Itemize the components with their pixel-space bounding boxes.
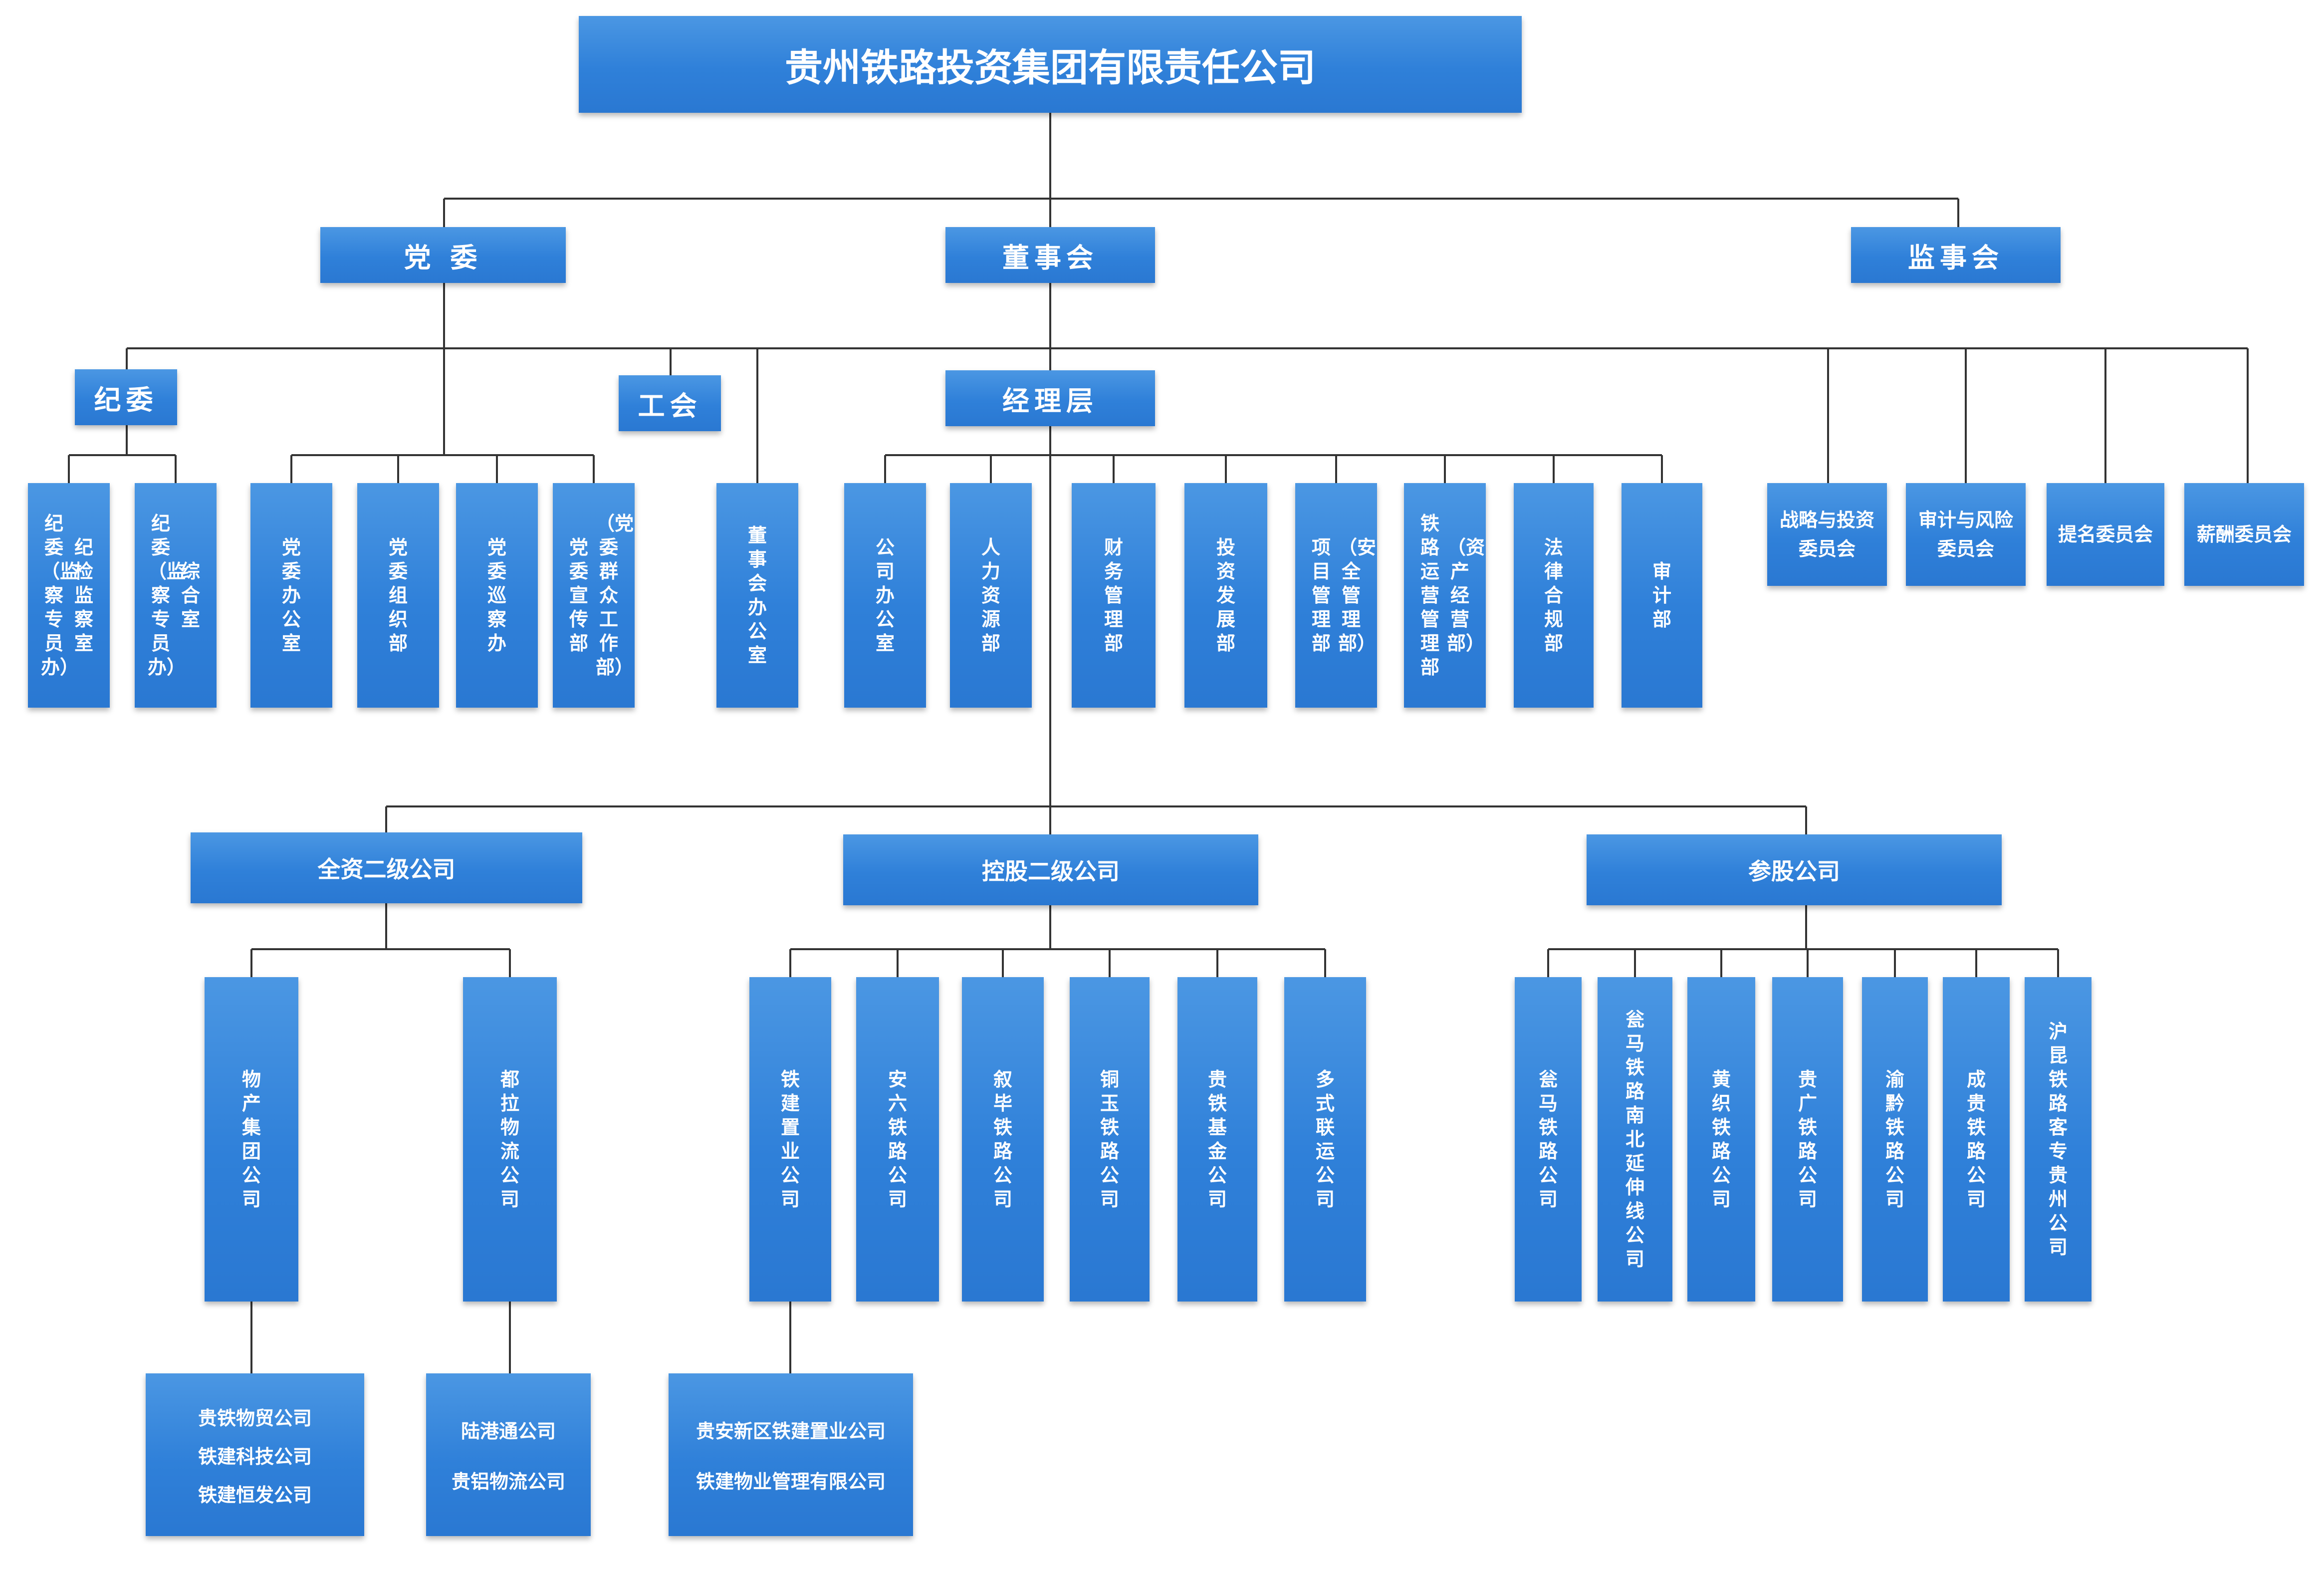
dula-logistics-box: 都拉物流公司 — [463, 977, 557, 1302]
finance-department-box: 财务管理部 — [1072, 483, 1156, 708]
audit-risk-committee-box: 审计与风险 委员会 — [1906, 483, 2026, 586]
hr-department-box: 人力资源部 — [950, 483, 1032, 708]
discipline-unit-1-line2: 纪委（监察专员办） — [41, 513, 79, 678]
tongyu-railway-label: 铜玉铁路公司 — [1100, 1068, 1119, 1210]
board-office-box: 董事会办公室 — [716, 483, 798, 708]
guitie-fund-box: 贵铁基金公司 — [1177, 977, 1257, 1302]
railway-operation-line2: 铁路运营管理部 — [1420, 513, 1439, 678]
party-organization-label: 党委组织部 — [388, 536, 408, 654]
anliu-railway-box: 安六铁路公司 — [856, 977, 939, 1302]
union-box: 工会 — [619, 375, 721, 431]
hr-department-label: 人力资源部 — [981, 536, 1000, 654]
wuchan-group-label: 物产集团公司 — [241, 1068, 261, 1210]
company-office-box: 公司办公室 — [844, 483, 926, 708]
guitie-wumao-label: 贵铁物贸公司 — [198, 1407, 312, 1429]
yuqian-railway-box: 渝黔铁路公司 — [1862, 977, 1928, 1302]
party-committee-box: 党 委 — [320, 227, 566, 283]
root-company-box: 贵州铁路投资集团有限责任公司 — [579, 16, 1522, 113]
investment-department-box: 投资发展部 — [1184, 483, 1267, 708]
audit-department-box: 审 计 部 — [1622, 483, 1702, 708]
hukun-railway-box: 沪昆铁路客专贵州公司 — [2025, 977, 2092, 1302]
wengma-extension-box: 瓮马铁路南北延伸线公司 — [1598, 977, 1672, 1302]
board-office-label: 董事会办公室 — [747, 524, 767, 666]
guiguang-railway-label: 贵广铁路公司 — [1798, 1068, 1817, 1210]
audit-department-label: 审 计 部 — [1652, 560, 1671, 630]
finance-department-label: 财务管理部 — [1104, 536, 1123, 654]
party-office-label: 党委办公室 — [281, 536, 301, 654]
discipline-unit-2: 综合室 纪委（监察专员办） — [135, 483, 217, 708]
discipline-unit-1-line1: 纪检监察室 — [74, 536, 93, 654]
project-management-line2: 项目管理部 — [1311, 536, 1331, 654]
company-office-label: 公司办公室 — [875, 536, 895, 654]
party-inspection-label: 党委巡察办 — [487, 536, 506, 654]
party-publicity-line1: （党委群众工作部） — [596, 513, 634, 678]
project-management-line1: （安全管理部） — [1338, 536, 1377, 654]
party-publicity-box: （党委群众工作部） 党委宣传部 — [553, 483, 635, 708]
huangzhi-railway-box: 黄织铁路公司 — [1687, 977, 1755, 1302]
wengma-railway-box: 瓮马铁路公司 — [1515, 977, 1582, 1302]
wuchan-group-box: 物产集团公司 — [205, 977, 298, 1302]
xubi-railway-box: 叙毕铁路公司 — [962, 977, 1044, 1302]
multimodal-transport-box: 多式联运公司 — [1284, 977, 1366, 1302]
party-organization-box: 党委组织部 — [357, 483, 439, 708]
strategy-committee-box: 战略与投资 委员会 — [1767, 483, 1887, 586]
tongyu-railway-box: 铜玉铁路公司 — [1070, 977, 1150, 1302]
shareholding-group-box: 参股公司 — [1587, 834, 2002, 905]
chenggui-railway-label: 成贵铁路公司 — [1966, 1068, 1986, 1210]
party-inspection-box: 党委巡察办 — [456, 483, 538, 708]
board-box: 董事会 — [945, 227, 1155, 283]
tiejian-zhiye-label: 铁建置业公司 — [780, 1068, 800, 1210]
railway-operation-line1: （资产经营部） — [1447, 536, 1485, 654]
guitie-fund-label: 贵铁基金公司 — [1207, 1068, 1227, 1210]
discipline-unit-1: 纪检监察室 纪委（监察专员办） — [28, 483, 110, 708]
investment-department-label: 投资发展部 — [1216, 536, 1235, 654]
guian-tiejian-label: 贵安新区铁建置业公司 — [696, 1420, 886, 1442]
supervisory-board-box: 监事会 — [1851, 227, 2061, 283]
dula-subsidiaries-box: 陆港通公司 贵铝物流公司 — [426, 1373, 591, 1536]
project-management-box: （安全管理部） 项目管理部 — [1295, 483, 1377, 708]
tiejian-property-label: 铁建物业管理有限公司 — [696, 1471, 886, 1493]
remuneration-committee-box: 薪酬委员会 — [2184, 483, 2304, 586]
dula-logistics-label: 都拉物流公司 — [500, 1068, 519, 1210]
discipline-unit-2-line2: 纪委（监察专员办） — [148, 513, 186, 678]
party-publicity-line2: 党委宣传部 — [569, 536, 588, 654]
xubi-railway-label: 叙毕铁路公司 — [993, 1068, 1012, 1210]
legal-compliance-label: 法律合规部 — [1544, 536, 1563, 654]
discipline-committee-box: 纪委 — [75, 369, 177, 425]
chenggui-railway-box: 成贵铁路公司 — [1943, 977, 2010, 1302]
guilv-logistics-label: 贵铝物流公司 — [451, 1471, 565, 1493]
wholly-owned-group-box: 全资二级公司 — [191, 832, 582, 903]
tiejian-hengfa-label: 铁建恒发公司 — [198, 1484, 312, 1506]
lugangtong-label: 陆港通公司 — [461, 1420, 556, 1442]
hukun-railway-label: 沪昆铁路客专贵州公司 — [2048, 1021, 2068, 1258]
tiejian-subsidiaries-box: 贵安新区铁建置业公司 铁建物业管理有限公司 — [669, 1373, 913, 1536]
guiguang-railway-box: 贵广铁路公司 — [1772, 977, 1843, 1302]
wuchan-subsidiaries-box: 贵铁物贸公司 铁建科技公司 铁建恒发公司 — [146, 1373, 364, 1536]
yuqian-railway-label: 渝黔铁路公司 — [1885, 1068, 1904, 1210]
multimodal-transport-label: 多式联运公司 — [1315, 1068, 1335, 1210]
wengma-extension-label: 瓮马铁路南北延伸线公司 — [1625, 1009, 1644, 1270]
holding-group-box: 控股二级公司 — [843, 834, 1258, 905]
wengma-railway-label: 瓮马铁路公司 — [1538, 1068, 1558, 1210]
party-office-box: 党委办公室 — [250, 483, 332, 708]
legal-compliance-box: 法律合规部 — [1514, 483, 1594, 708]
management-box: 经理层 — [945, 370, 1155, 426]
discipline-unit-2-line1: 综合室 — [181, 560, 200, 630]
huangzhi-railway-label: 黄织铁路公司 — [1711, 1068, 1731, 1210]
tiejian-zhiye-box: 铁建置业公司 — [749, 977, 831, 1302]
railway-operation-box: （资产经营部） 铁路运营管理部 — [1404, 483, 1486, 708]
tiejian-keji-label: 铁建科技公司 — [198, 1445, 312, 1468]
nomination-committee-box: 提名委员会 — [2047, 483, 2164, 586]
anliu-railway-label: 安六铁路公司 — [888, 1068, 907, 1210]
